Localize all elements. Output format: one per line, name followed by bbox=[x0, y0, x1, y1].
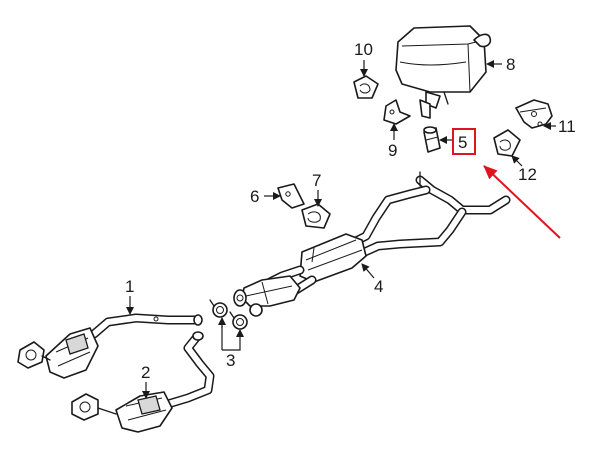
callout-11: 11 bbox=[558, 117, 576, 136]
intermediate-pipe-4 bbox=[233, 171, 511, 317]
leader-lines bbox=[126, 60, 556, 399]
connector-pipe-5 bbox=[423, 126, 441, 153]
callout-9: 9 bbox=[388, 141, 397, 160]
callout-3: 3 bbox=[226, 351, 235, 370]
callout-labels: 10 8 9 11 12 6 7 4 1 2 3 bbox=[125, 40, 576, 382]
rubber-hanger-10 bbox=[353, 75, 379, 99]
front-pipe-2 bbox=[71, 331, 215, 433]
red-pointer-arrow bbox=[483, 165, 561, 239]
callout-12: 12 bbox=[518, 165, 537, 184]
callout-8: 8 bbox=[506, 55, 515, 74]
bracket-11 bbox=[515, 99, 553, 129]
highlight-box bbox=[452, 128, 476, 155]
callout-2: 2 bbox=[141, 363, 150, 382]
callout-7: 7 bbox=[312, 171, 321, 190]
rubber-hanger-7 bbox=[301, 203, 331, 229]
rear-muffler bbox=[395, 25, 492, 119]
callout-1: 1 bbox=[125, 277, 134, 296]
callout-10: 10 bbox=[354, 40, 373, 59]
rubber-hanger-12 bbox=[493, 129, 521, 157]
front-pipe-1 bbox=[17, 313, 203, 379]
hanger-bracket-6 bbox=[277, 183, 305, 209]
callout-4: 4 bbox=[374, 277, 383, 296]
highlight-callout-5: 5 bbox=[452, 128, 476, 155]
callout-6: 6 bbox=[250, 187, 259, 206]
bracket-9 bbox=[383, 99, 411, 125]
callout-5: 5 bbox=[458, 133, 467, 152]
